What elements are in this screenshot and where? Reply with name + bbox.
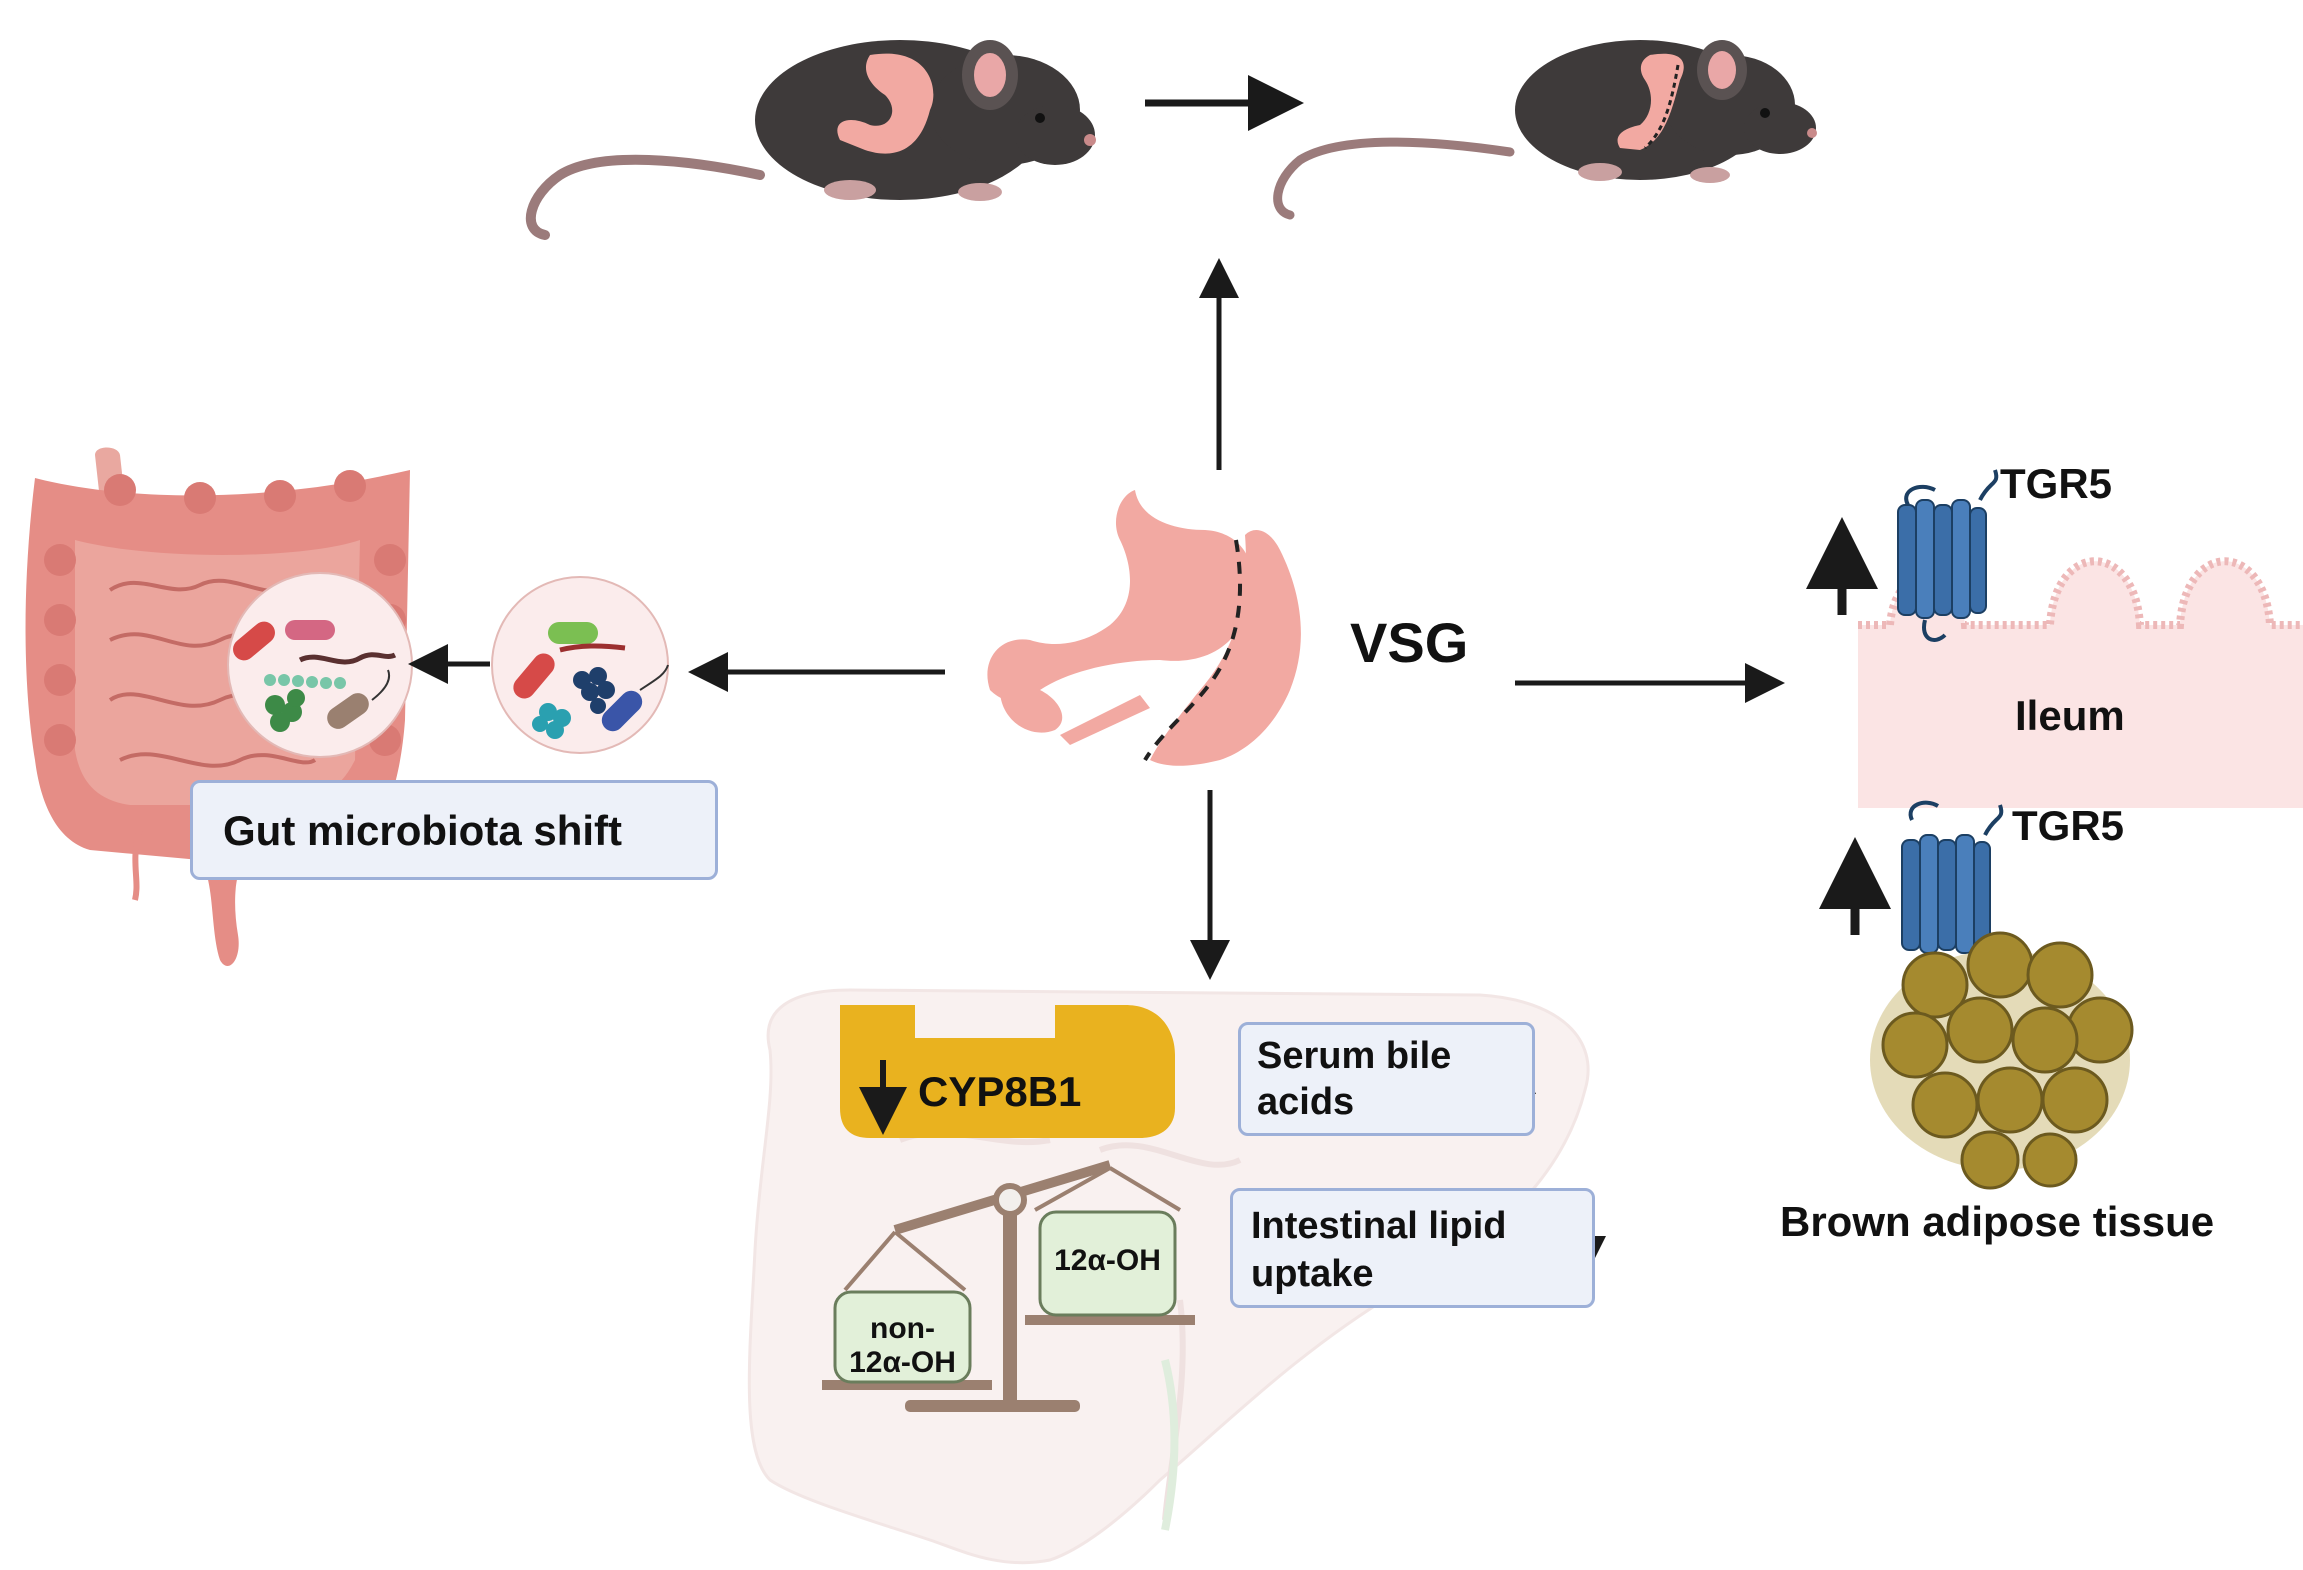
stomach-icon: [987, 490, 1301, 766]
intestinal-lipid-uptake-line1: Intestinal lipid: [1251, 1205, 1507, 1247]
non-twelve-alpha-oh-line2: 12α-OH: [849, 1346, 956, 1379]
cyp8b1-enzyme: [840, 1005, 1175, 1138]
adipose-icon: [1870, 931, 2134, 1190]
bacteria-icon: [491, 576, 669, 754]
bat-label: Brown adipose tissue: [1780, 1198, 2215, 1245]
gut-microbiota-shift-box: Gut microbiota shift: [190, 780, 718, 880]
bacteria-icon: [227, 572, 413, 758]
sleeve-mouse-icon: [1273, 40, 1817, 220]
non-twelve-alpha-oh-line1: non-: [870, 1312, 935, 1345]
gut-microbiota-shift-label: Gut microbiota shift: [223, 807, 622, 854]
intestinal-lipid-uptake-line2: uptake: [1251, 1253, 1374, 1295]
ileum-label: Ileum: [2015, 692, 2125, 739]
tgr5-bat-label: TGR5: [2012, 802, 2125, 849]
balance-scale-icon: [822, 1160, 1195, 1412]
serum-bile-acids-line2: acids: [1257, 1081, 1355, 1123]
receptor-icon: [1901, 800, 2004, 954]
serum-bile-acids-box: Serum bile acids: [1238, 1022, 1535, 1136]
receptor-icon: [1897, 469, 1999, 642]
serum-bile-acids-line1: Serum bile: [1257, 1035, 1452, 1077]
twelve-alpha-oh-label: 12α-OH: [1054, 1244, 1161, 1277]
cyp8b1-label: CYP8B1: [918, 1068, 1082, 1115]
intestinal-lipid-uptake-box: Intestinal lipid uptake: [1230, 1188, 1595, 1308]
mouse-icon: [525, 40, 1096, 240]
vsg-label: VSG: [1350, 611, 1469, 674]
tgr5-ileum-label: TGR5: [2000, 460, 2113, 507]
ileum-tissue: [1858, 557, 2303, 808]
